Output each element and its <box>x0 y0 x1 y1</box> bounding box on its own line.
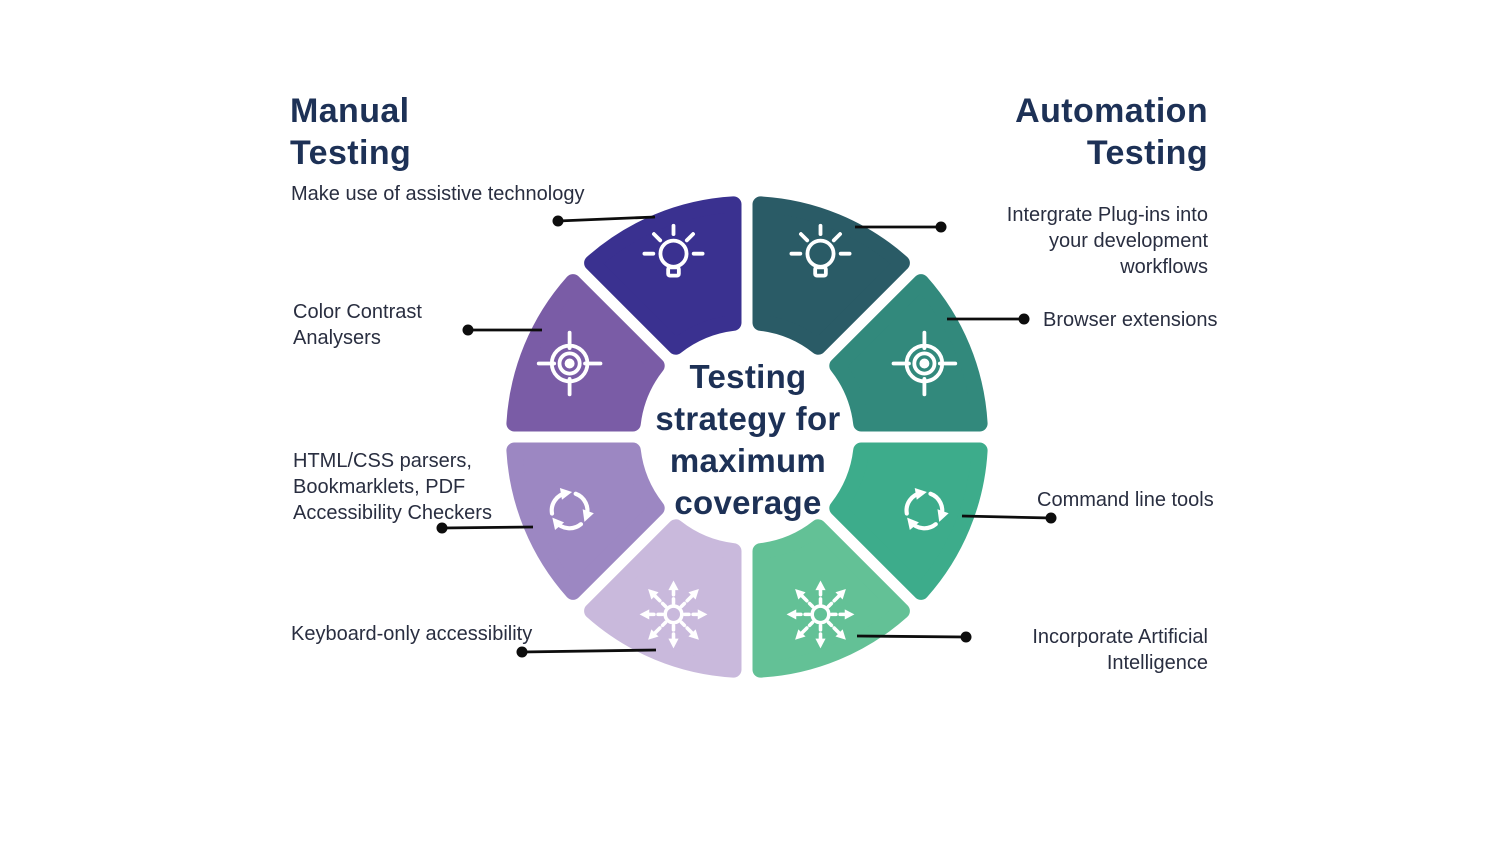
connector-line-assistive-technology <box>557 215 656 223</box>
segment-label-parsers-bookmarklets-checkers: HTML/CSS parsers, Bookmarklets, PDF Acce… <box>293 450 492 524</box>
segment-label-command-line-tools: Command line tools <box>1037 489 1214 511</box>
connector-dot-plugins-dev-workflows <box>935 221 947 233</box>
segment-label-assistive-technology: Make use of assistive technology <box>291 183 585 205</box>
connector-line-keyboard-only-accessibility <box>521 648 657 654</box>
segment-label-browser-extensions: Browser extensions <box>1043 309 1218 331</box>
segment-label-keyboard-only-accessibility: Keyboard-only accessibility <box>291 623 533 645</box>
connector-dot-keyboard-only-accessibility <box>516 646 528 658</box>
wheel-segment-parsers-bookmarklets-checkers <box>506 442 665 600</box>
connector-dot-incorporate-artificial-intelligence <box>960 631 972 643</box>
automation-testing-title: Automation Testing <box>1015 92 1208 172</box>
wheel-center-title: Testing strategy for maximum coverage <box>655 358 841 521</box>
segment-label-incorporate-artificial-intelligence: Incorporate Artificial Intelligence <box>1032 626 1208 674</box>
wheel-segments <box>506 196 988 678</box>
connector-dot-parsers-bookmarklets-checkers <box>436 522 448 534</box>
connector-dot-browser-extensions <box>1018 313 1030 325</box>
connector-line-parsers-bookmarklets-checkers <box>441 525 534 530</box>
connector-dot-command-line-tools <box>1045 512 1057 524</box>
wheel-segment-command-line-tools <box>829 442 988 600</box>
segment-label-color-contrast-analysers: Color Contrast Analysers <box>293 301 422 349</box>
wheel-segment-keyboard-only-accessibility <box>584 519 742 678</box>
segment-label-plugins-dev-workflows: Intergrate Plug-ins into your developmen… <box>1006 204 1208 278</box>
wheel-segment-assistive-technology <box>584 196 742 355</box>
connector-line-command-line-tools <box>961 514 1052 520</box>
connector-dot-color-contrast-analysers <box>462 324 474 336</box>
wheel-segment-plugins-dev-workflows <box>752 196 910 355</box>
manual-testing-title: Manual Testing <box>290 92 412 172</box>
connector-lines <box>436 215 1057 658</box>
connector-dot-assistive-technology <box>552 215 564 227</box>
connector-line-incorporate-artificial-intelligence <box>856 634 967 639</box>
